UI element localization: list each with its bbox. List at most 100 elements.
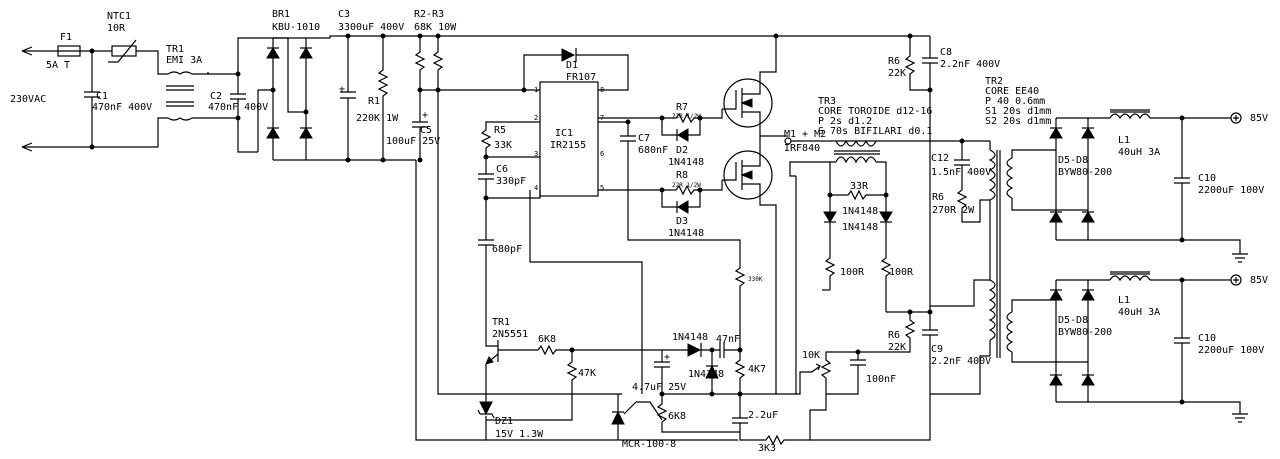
r6k8b-value: 6K8 — [668, 411, 686, 422]
bulk-capacitor-c3: + C3 3300uF 400V — [338, 9, 404, 163]
r33-value: 33R — [850, 181, 869, 192]
c12-value: 1.5nF 400V — [931, 167, 991, 178]
c2-value: 470nF 400V — [208, 102, 268, 113]
output-top-voltage: 85V — [1250, 113, 1268, 124]
r100b-value: 100R — [889, 267, 914, 278]
r6a-value: 22K — [888, 68, 906, 79]
scr-value: MCR-100-8 — [622, 439, 676, 450]
tr3-secondary: S 70s BIFILARI d0.1 — [818, 126, 932, 137]
output-stage-bottom — [1049, 271, 1248, 423]
ic1-pin6: 6 — [600, 150, 604, 158]
tr1-emi-ref: TR1 — [166, 44, 184, 55]
tr3-core: CORE TOROIDE d12-16 — [818, 106, 932, 117]
ic1-ref: IC1 — [555, 128, 573, 139]
c47n-value: 47nF — [716, 334, 740, 345]
tr2-ref: TR2 — [985, 76, 1003, 87]
c3-ref: C3 — [338, 9, 350, 20]
c10b-ref: C10 — [1198, 333, 1216, 344]
svg-text:+: + — [664, 352, 670, 363]
scr-mcr100: MCR-100-8 — [611, 394, 676, 450]
c10b-value: 2200uF 100V — [1198, 345, 1264, 356]
r1-value: 220K 1W — [356, 113, 399, 124]
br1-value: KBU-1010 — [272, 22, 320, 33]
l1a-ref: L1 — [1118, 135, 1130, 146]
c1-ref: C1 — [96, 91, 108, 102]
r6b-ref: R6 — [932, 192, 944, 203]
ic1-pin5: 5 — [600, 184, 604, 192]
d5d8b-ref: D5-D8 — [1058, 315, 1088, 326]
ic1-pin1: 1 — [534, 86, 538, 94]
c9-ref: C9 — [931, 344, 943, 355]
diode-d1: D1 FR107 — [521, 48, 629, 93]
r6c-ref: R6 — [888, 330, 900, 341]
c6-ref: C6 — [496, 164, 508, 175]
c10a-ref: C10 — [1198, 173, 1216, 184]
r7-ref: R7 — [676, 102, 688, 113]
d5d8a-ref: D5-D8 — [1058, 155, 1088, 166]
ic1-ir2155: IC1 IR2155 1 2 3 4 5 6 7 8 — [534, 81, 604, 197]
svg-text:+: + — [339, 84, 345, 95]
r6k8a-value: 6K8 — [538, 334, 556, 345]
resistor-r1: R1 220K 1W — [356, 33, 399, 163]
tr1-bjt-value: 2N5551 — [492, 329, 528, 340]
c1-value: 470nF 400V — [92, 102, 152, 113]
r330k-value: 330K — [748, 276, 763, 283]
d1-ref: D1 — [566, 60, 578, 71]
ntc1-value: 10R — [107, 23, 126, 34]
r5-value: 33K — [494, 140, 512, 151]
d4148a-value: 1N4148 — [672, 332, 708, 343]
mosfet-m1 — [722, 36, 777, 136]
d4148b-value: 1N4148 — [688, 369, 724, 380]
r5-ref: R5 — [494, 125, 506, 136]
zener-dz1: DZ1 15V 1.3W — [477, 394, 738, 441]
capacitor-c5: + C5 100uF 25V — [386, 90, 440, 163]
output-stage-top — [1049, 109, 1248, 263]
dz1-value: 15V 1.3W — [495, 429, 544, 440]
ntc1-ref: NTC1 — [107, 11, 131, 22]
tr2-primary: P 40 0.6mm — [985, 96, 1045, 107]
svg-text:+: + — [422, 110, 428, 121]
r6a-ref: R6 — [888, 56, 900, 67]
input-terminal-top — [21, 46, 36, 56]
d1-value: FR107 — [566, 72, 596, 83]
c9-value: 2.2nF 400V — [931, 356, 991, 367]
tr1-emi-value: EMI 3A — [166, 55, 202, 66]
l1a-value: 40uH 3A — [1118, 147, 1160, 158]
d3-ref: D3 — [676, 216, 688, 227]
d2-ref: D2 — [676, 145, 688, 156]
tr2-secondary2: S2 20s d1mm — [985, 116, 1051, 127]
d5d8a-value: BYW80-200 — [1058, 167, 1112, 178]
ic1-pin3: 3 — [534, 150, 538, 158]
l1b-ref: L1 — [1118, 295, 1130, 306]
c100n-value: 100nF — [866, 374, 896, 385]
r4k7-value: 4K7 — [748, 364, 766, 375]
c22u-value: 2.2uF — [748, 410, 778, 421]
r1-ref: R1 — [368, 96, 380, 107]
output-bottom-voltage: 85V — [1250, 275, 1268, 286]
c8-value: 2.2nF 400V — [940, 59, 1000, 70]
tr2-core: CORE EE40 — [985, 86, 1039, 97]
potentiometer-10k: 10K — [802, 350, 858, 390]
tr3-ref: TR3 — [818, 96, 836, 107]
bridge-rectifier-br1: BR1 KBU-1010 — [257, 9, 320, 161]
r8-value: 22R 1/2W — [672, 182, 701, 189]
c5-value: 100uF 25V — [386, 136, 440, 147]
ic1-value: IR2155 — [550, 140, 586, 151]
mains-input-section: 230VAC F1 5A T NTC1 10R C1 470nF 400V TR… — [10, 11, 288, 153]
ic1-pin2: 2 — [534, 114, 538, 122]
c47u-value: 4.7uF 25V — [632, 382, 686, 393]
c680p-value: 680pF — [492, 244, 522, 255]
c3-value: 3300uF 400V — [338, 22, 404, 33]
tr3-primary: P 2s d1.2 — [818, 116, 872, 127]
l1b-value: 40uH 3A — [1118, 307, 1160, 318]
c8-ref: C8 — [940, 47, 952, 58]
c12-ref: C12 — [931, 153, 949, 164]
c2-ref: C2 — [210, 91, 222, 102]
tr2-main-transformer — [930, 149, 1088, 363]
mosfet-m2 — [722, 136, 777, 394]
pot10k-value: 10K — [802, 350, 820, 361]
hv-positive-rail — [306, 35, 930, 39]
ntc-arrow — [108, 39, 137, 63]
transistor-tr1: TR1 2N5551 — [485, 317, 530, 394]
